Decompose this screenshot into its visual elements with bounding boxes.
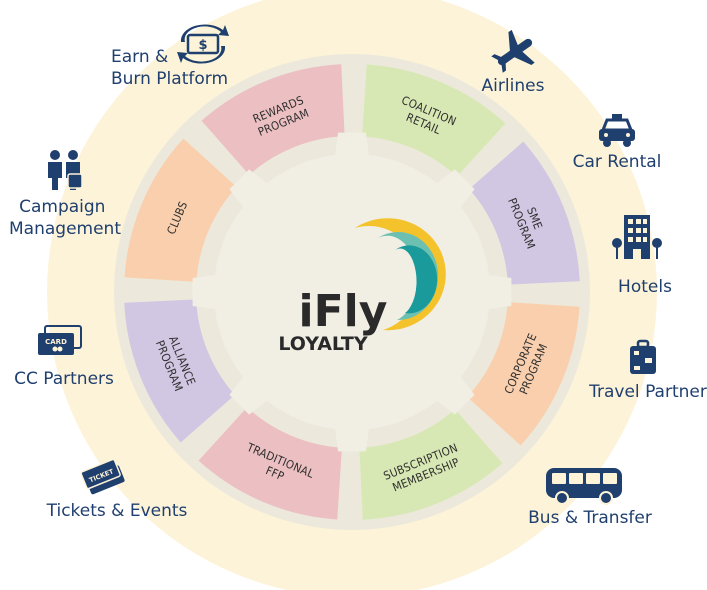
money-icon-text: $ <box>198 38 207 53</box>
logo-loyalty-text: LOYALTY <box>278 333 367 355</box>
hub-gear <box>192 132 512 452</box>
partner-campaign[interactable]: Campaign Management <box>9 150 121 239</box>
partner-hotels[interactable]: Hotels <box>612 215 672 297</box>
partner-label-line: Airlines <box>482 76 545 96</box>
people-icon <box>48 150 83 190</box>
partner-tickets[interactable]: TICKET Tickets & Events <box>46 458 188 521</box>
partner-label-line: Car Rental <box>573 152 662 172</box>
program-segment-shape <box>124 299 235 443</box>
bus-icon <box>546 468 622 505</box>
partner-label: Hotels <box>618 277 672 297</box>
program-segment-shape <box>469 141 580 285</box>
partner-label: Campaign Management <box>9 197 121 239</box>
partner-label-line: Management <box>9 219 121 239</box>
partner-label-line: Tickets & Events <box>46 501 188 521</box>
partner-airlines[interactable]: Airlines <box>482 24 545 96</box>
partner-label: Travel Partner <box>588 382 707 402</box>
partner-label-line: Travel Partner <box>588 382 707 402</box>
program-segments: COALITIONRETAILSMEPROGRAMCORPORATEPROGRA… <box>124 64 580 520</box>
car-icon <box>599 114 635 147</box>
ticket-icon: TICKET <box>80 458 125 495</box>
program-segment-shape <box>124 138 237 282</box>
partner-label: Tickets & Events <box>46 501 188 521</box>
partner-label: CC Partners <box>14 369 114 389</box>
logo-ifly-text: iFly <box>299 286 388 337</box>
partner-label-line: Burn Platform <box>111 69 228 89</box>
program-segment-shape <box>467 302 580 446</box>
card-icon-text: CARD <box>45 338 67 346</box>
partner-earn-burn[interactable]: $ Earn & Burn Platform <box>111 24 229 89</box>
credit-card-icon: CARD <box>38 325 82 355</box>
program-segment-label-line: FFP <box>264 463 287 483</box>
partner-label: Earn & Burn Platform <box>111 47 228 89</box>
program-segment-shape <box>359 409 503 520</box>
partner-label: Airlines <box>482 76 545 96</box>
logo-swoosh-icon <box>355 218 446 331</box>
partner-travel[interactable]: Travel Partner <box>588 339 707 402</box>
partner-label-line: Earn & <box>111 47 168 67</box>
partner-label: Bus & Transfer <box>528 508 652 528</box>
partner-label: Car Rental <box>573 152 662 172</box>
program-segment-shape <box>198 407 342 520</box>
money-exchange-icon: $ <box>177 24 229 64</box>
airplane-icon <box>491 29 535 73</box>
partner-label-line: Hotels <box>618 277 672 297</box>
partner-ring: Airlines Car Rental <box>9 24 707 528</box>
ifly-loyalty-logo: iFly LOYALTY <box>278 218 446 355</box>
hotel-icon <box>612 215 662 259</box>
luggage-icon <box>630 339 656 374</box>
partner-bus[interactable]: Bus & Transfer <box>528 468 652 528</box>
program-segment-shape <box>201 64 345 175</box>
program-segment-shape <box>362 64 506 177</box>
partner-car-rental[interactable]: Car Rental <box>573 114 662 172</box>
partner-label-line: Campaign <box>19 197 105 217</box>
partner-label-line: CC Partners <box>14 369 114 389</box>
partner-label-line: Bus & Transfer <box>528 508 652 528</box>
partner-cc[interactable]: CARD CC Partners <box>14 325 114 389</box>
